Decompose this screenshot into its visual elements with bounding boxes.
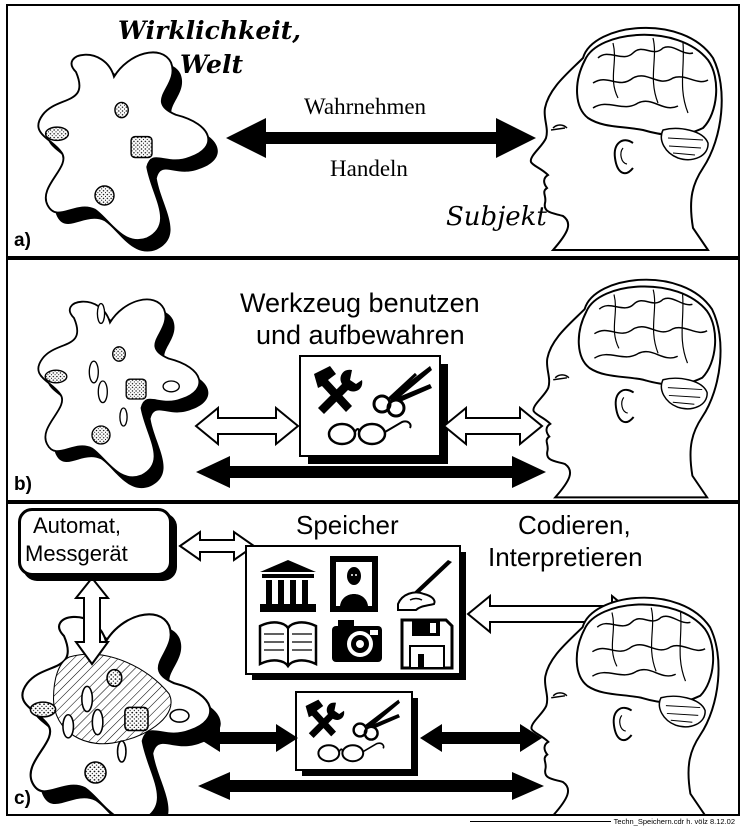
coding-label-line1: Codieren, [518, 510, 631, 541]
tool-box-small [296, 692, 418, 776]
world-label-line1: Wirklichkeit, [118, 16, 301, 45]
act-label: Handeln [330, 156, 408, 182]
amoeba-world-icon [38, 299, 208, 488]
automat-box: Automat, Messgerät [18, 508, 172, 576]
panel-a: Wirklichkeit, Welt Wahrnehmen Handeln Su… [6, 4, 740, 258]
tools-title-line1: Werkzeug benutzen [240, 288, 480, 319]
panel-letter-b: b) [14, 474, 32, 496]
panel-letter-a: a) [14, 230, 31, 252]
footer-credit: Techn_Speichern.cdr h. völz 8.12.02 [611, 817, 738, 826]
amoeba-world-icon [38, 52, 218, 251]
storage-box [246, 546, 466, 680]
automat-label-line2: Messgerät [25, 541, 128, 567]
panel-c: Automat, Messgerät Speicher Codieren, In… [6, 502, 740, 816]
camera-icon [332, 620, 382, 662]
automat-label-line1: Automat, [33, 513, 121, 539]
human-head-brain-icon [533, 280, 720, 498]
amoeba-world-icon [22, 614, 220, 816]
automat-storage-arrow [180, 532, 254, 560]
panel-letter-c: c) [14, 788, 31, 810]
framed-portrait-icon [330, 556, 378, 612]
human-head-brain-icon [531, 28, 722, 250]
tool-subject-arrow [444, 408, 542, 444]
subject-label: Subjekt [446, 202, 547, 232]
panel-b: Werkzeug benutzen und aufbewahren b) [6, 258, 740, 502]
human-head-brain-icon [531, 598, 718, 816]
storage-title: Speicher [296, 510, 399, 541]
floppy-disk-icon [402, 620, 452, 668]
tool-box [300, 356, 448, 464]
world-label-line2: Welt [180, 50, 243, 79]
tool-subject-arrow [420, 724, 542, 752]
perceive-label: Wahrnehmen [304, 94, 426, 120]
tools-title-line2: und aufbewahren [256, 320, 465, 351]
open-book-icon [260, 622, 316, 666]
perception-action-arrow [226, 118, 536, 158]
world-tool-arrow [196, 408, 298, 444]
coding-label-line2: Interpretieren [488, 542, 643, 573]
direct-interaction-arrow [198, 772, 544, 800]
